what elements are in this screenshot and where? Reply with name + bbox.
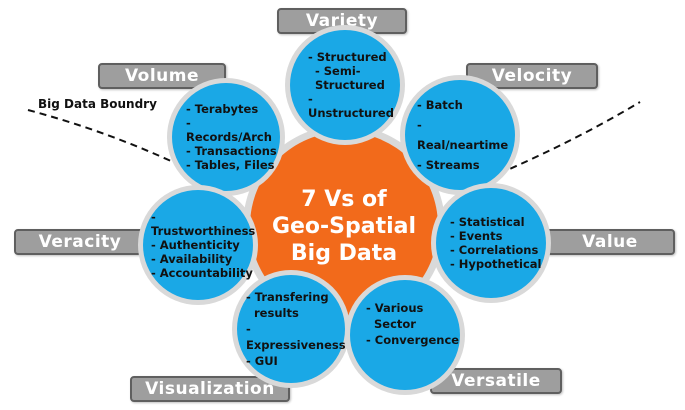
versatile-circle: - Various Sector - Convergence [350, 280, 460, 390]
volume-item: - Tables, Files [186, 158, 275, 172]
volume-tag: Volume [98, 63, 226, 89]
volume-item: - Transactions [186, 144, 277, 158]
visualization-list: - Transfering results - Expressiveness -… [246, 289, 346, 369]
value-item: - Correlations [450, 243, 539, 257]
variety-item: - Structured [308, 50, 387, 64]
versatile-tag: Versatile [430, 368, 562, 394]
veracity-item: - Trustworthiness [151, 210, 256, 238]
visualization-circle: - Transfering results - Expressiveness -… [237, 275, 346, 383]
visualization-tag: Visualization [130, 376, 290, 402]
value-tag: Value [545, 229, 675, 255]
veracity-tag: Veracity [14, 229, 146, 255]
volume-item: - Terabytes [186, 102, 259, 116]
visualization-item: results [254, 306, 299, 320]
veracity-item: - Availability [151, 252, 233, 266]
versatile-list: - Various Sector - Convergence [366, 300, 459, 348]
variety-item: - Semi- [315, 64, 361, 78]
velocity-list: - Batch - Real/neartime - Streams [417, 95, 515, 175]
volume-circle: - Terabytes - Records/Arch - Transaction… [172, 83, 280, 191]
versatile-item: Sector [374, 317, 416, 331]
visualization-item: - GUI [246, 354, 278, 368]
veracity-list: - Trustworthiness - Authenticity - Avail… [151, 210, 255, 280]
variety-item: Structured [315, 78, 385, 92]
variety-circle: - Structured - Semi- Structured - Unstru… [290, 30, 400, 140]
veracity-circle: - Trustworthiness - Authenticity - Avail… [143, 190, 255, 300]
value-item: - Hypothetical [450, 257, 542, 271]
veracity-item: - Accountability [151, 266, 253, 280]
visualization-item: - Expressiveness [246, 322, 346, 352]
velocity-item: - Batch [417, 98, 463, 112]
versatile-item: - Convergence [366, 333, 460, 347]
velocity-circle: - Batch - Real/neartime - Streams [405, 80, 515, 190]
center-title: 7 Vs of Geo-Spatial Big Data [271, 186, 417, 266]
versatile-item: - Various [366, 301, 424, 315]
velocity-item: - Real/neartime [417, 118, 509, 152]
variety-list: - Structured - Semi- Structured - Unstru… [308, 50, 400, 120]
volume-list: - Terabytes - Records/Arch - Transaction… [186, 102, 280, 172]
visualization-item: - Transfering [246, 290, 329, 304]
value-item: - Events [450, 229, 503, 243]
veracity-item: - Authenticity [151, 238, 240, 252]
volume-item: - Records/Arch [186, 116, 272, 144]
variety-item: - Unstructured [308, 92, 394, 120]
value-list: - Statistical - Events - Correlations - … [450, 215, 541, 271]
velocity-tag: Velocity [466, 63, 598, 89]
velocity-item: - Streams [417, 158, 480, 172]
value-item: - Statistical [450, 215, 525, 229]
boundary-label: Big Data Boundry [38, 97, 157, 111]
value-circle: - Statistical - Events - Correlations - … [436, 188, 546, 298]
